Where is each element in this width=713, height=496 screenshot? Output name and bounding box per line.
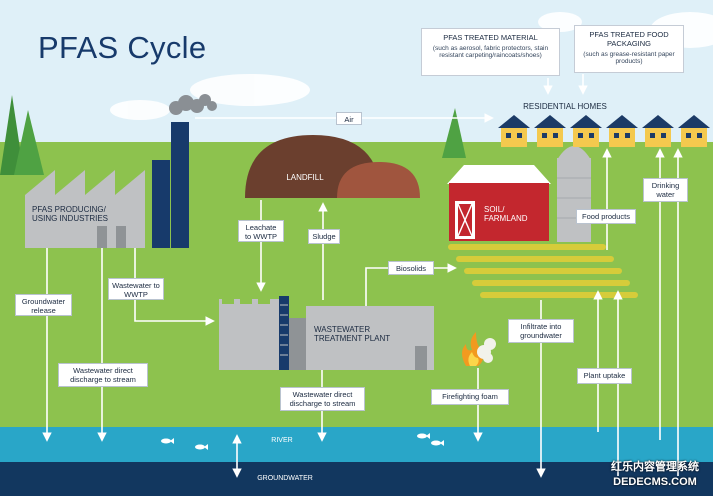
industry-label: PFAS PRODUCING/ USING INDUSTRIES xyxy=(32,205,109,224)
houses xyxy=(498,115,710,147)
silo xyxy=(557,146,591,242)
river-label: RIVER xyxy=(271,437,293,444)
flow-drinking-water: Drinking water xyxy=(643,178,688,202)
flow-direct-discharge-wwtp: Wastewater direct discharge to stream xyxy=(280,387,365,411)
flow-leachate: Leachate to WWTP xyxy=(238,220,284,242)
flow-air: Air xyxy=(336,112,362,125)
diagram-title: PFAS Cycle xyxy=(38,30,207,65)
flow-wastewater-to-wwtp: Wastewater to WWTP xyxy=(108,278,164,300)
landfill-label: LANDFILL xyxy=(286,173,324,182)
callout-treated-material-detail: (such as aerosol, fabric protectors, sta… xyxy=(432,45,549,59)
soil-farmland-label: SOIL/ FARMLAND xyxy=(484,205,528,224)
flow-groundwater-release: Groundwater release xyxy=(15,294,72,316)
watermark-line1: 红乐内容管理系统 xyxy=(611,461,699,473)
flow-biosolids: Biosolids xyxy=(388,261,434,275)
river xyxy=(0,427,713,462)
trees-left xyxy=(0,95,44,175)
callout-food-packaging: PFAS TREATED FOOD PACKAGING (such as gre… xyxy=(574,25,684,73)
flow-infiltrate: Infiltrate into groundwater xyxy=(508,319,574,343)
barn xyxy=(447,165,551,241)
callout-treated-material: PFAS TREATED MATERIAL (such as aerosol, … xyxy=(421,28,560,76)
residential-homes-label: RESIDENTIAL HOMES xyxy=(523,102,607,111)
treatment-plant xyxy=(219,296,434,370)
factory xyxy=(25,122,189,248)
callout-food-packaging-detail: (such as grease-resistant paper products… xyxy=(583,51,675,65)
callout-food-packaging-heading: PFAS TREATED FOOD PACKAGING xyxy=(589,30,669,48)
callout-treated-material-heading: PFAS TREATED MATERIAL xyxy=(443,33,538,42)
sky xyxy=(0,0,713,150)
groundwater-band xyxy=(0,462,713,496)
flow-food-products: Food products xyxy=(576,209,636,224)
flow-plant-uptake: Plant uptake xyxy=(577,368,632,384)
landfill-mounds xyxy=(245,135,420,198)
smoke xyxy=(169,94,217,115)
flow-direct-discharge-industry: Wastewater direct discharge to stream xyxy=(58,363,148,387)
flow-sludge: Sludge xyxy=(308,229,340,244)
fire xyxy=(462,332,496,366)
flow-firefighting-foam: Firefighting foam xyxy=(431,389,509,405)
watermark-line2: DEDECMS.COM xyxy=(613,476,697,488)
wwtp-label: WASTEWATER TREATMENT PLANT xyxy=(314,325,391,344)
groundwater-label: GROUNDWATER xyxy=(257,475,313,482)
tree-center xyxy=(442,108,466,158)
fish xyxy=(161,433,444,450)
